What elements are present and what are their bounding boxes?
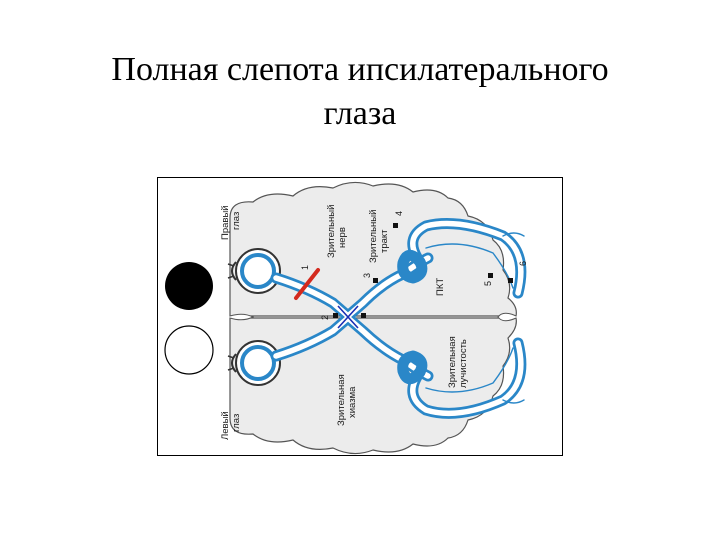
svg-text:Зрительная: Зрительная: [336, 374, 347, 426]
marker-label-5: 5: [483, 281, 493, 286]
marker-4: [393, 223, 398, 228]
lesion-marker: [294, 268, 320, 300]
marker-3: [373, 278, 378, 283]
svg-text:глаз: глаз: [231, 212, 242, 230]
svg-text:глаз: глаз: [231, 414, 242, 432]
marker-label-3: 3: [362, 273, 372, 278]
chiasm-crossing: [337, 305, 359, 329]
visual-pathway-figure: 1 2 3 4 5 6 Правый глаз Левый глаз Зрите…: [157, 177, 563, 456]
label-chiasm: Зрительная хиазма: [336, 374, 358, 426]
marker-2: [333, 313, 338, 318]
posterior-notch: [497, 312, 517, 322]
marker-label-1: 1: [300, 265, 310, 270]
svg-text:тракт: тракт: [379, 229, 390, 253]
slide-title-line2: глаза: [323, 95, 397, 132]
label-lgn: ПКТ: [435, 278, 446, 296]
left-eye-visual-field-intact: [164, 325, 214, 375]
left-eye: [227, 340, 281, 386]
marker-6: [508, 278, 513, 283]
label-optic-radiation: Зрительная лучистость: [447, 336, 469, 388]
label-right-eye: Правый глаз: [220, 205, 242, 240]
svg-text:Зрительная: Зрительная: [447, 336, 458, 388]
marker-label-2: 2: [320, 315, 330, 320]
slide-title-line1: Полная слепота ипсилатерального: [111, 51, 609, 88]
svg-text:Зрительный: Зрительный: [368, 210, 379, 263]
right-eye: [227, 248, 281, 294]
visual-pathway-diagram: 1 2 3 4 5 6 Правый глаз Левый глаз Зрите…: [164, 181, 528, 455]
svg-text:Зрительный: Зрительный: [326, 205, 337, 258]
right-eye-visual-field-blind: [165, 262, 213, 310]
marker-label-6: 6: [518, 261, 528, 266]
marker-5: [488, 273, 493, 278]
midline-notch: [229, 313, 255, 321]
visual-pathway: [270, 218, 527, 419]
svg-text:Правый: Правый: [220, 205, 231, 240]
svg-text:нерв: нерв: [337, 227, 348, 248]
marker-chiasm-lateral: [361, 313, 366, 318]
svg-text:лучистость: лучистость: [458, 339, 469, 388]
svg-text:Левый: Левый: [220, 411, 231, 440]
label-optic-nerve: Зрительный нерв: [326, 205, 348, 258]
svg-text:хиазма: хиазма: [347, 386, 358, 418]
slide-title: Полная слепота ипсилатерального глаза: [0, 48, 720, 136]
label-left-eye: Левый глаз: [220, 411, 242, 440]
label-optic-tract: Зрительный тракт: [368, 210, 390, 263]
marker-label-4: 4: [394, 211, 404, 216]
